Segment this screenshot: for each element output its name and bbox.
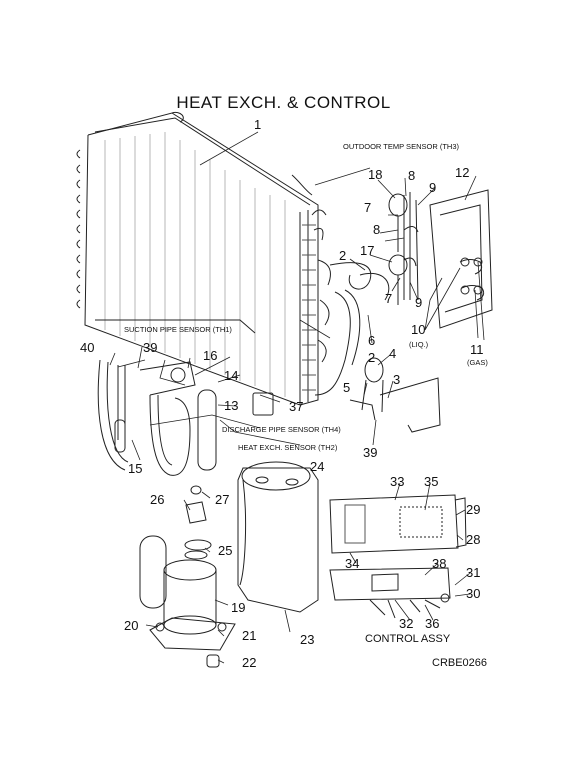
callout-22: 22 [242,655,257,670]
heat-exchanger-coil [76,111,331,406]
callout-2: 2 [368,350,376,365]
diagram-code: CRBE0266 [432,657,488,669]
callout-9b: 9 [415,295,423,310]
suction-sensor-box [95,319,256,334]
outdoor-temp-sensor-label: OUTDOOR TEMP SENSOR (TH3) [343,142,459,151]
callout-25: 25 [218,543,233,558]
callout-3: 3 [393,372,401,387]
leader-lines [109,131,485,664]
callout-9a: 9 [429,180,437,195]
callout-21: 21 [242,628,257,643]
callout-33: 33 [390,474,405,489]
compressor-fittings [184,485,212,560]
heat-exch-sensor-label: HEAT EXCH. SENSOR (TH2) [238,443,338,452]
callout-28: 28 [466,532,481,547]
callout-13: 13 [224,398,239,413]
callout-29: 29 [466,502,481,517]
compressor-cover [237,461,319,613]
refrigerant-pipes [314,262,390,396]
callout-26: 26 [150,492,165,507]
callout-8b: 8 [373,222,381,237]
callout-2-pipe: 2 [339,248,347,263]
diagram-title: HEAT EXCH. & CONTROL [176,93,391,112]
callout-15: 15 [128,461,143,476]
callout-6: 6 [368,333,376,348]
callout-35: 35 [424,474,439,489]
callout-27: 27 [215,492,230,507]
callout-24: 24 [310,459,325,474]
compressor [139,535,236,668]
callout-18: 18 [368,167,383,182]
callout-39b: 39 [363,445,378,460]
outdoor-temp-sensor-wire [291,174,313,196]
callout-37: 37 [289,399,304,414]
callout-31: 31 [466,565,481,580]
callout-7a: 7 [364,200,372,215]
suction-pipe-sensor-label: SUCTION PIPE SENSOR (TH1) [124,325,232,334]
callout-34: 34 [345,556,360,571]
callout-14: 14 [224,368,239,383]
sensor-connector [252,392,274,416]
valve-assembly [388,192,419,305]
callout-10: 10 [411,322,426,337]
callout-23: 23 [300,632,315,647]
callout-8a: 8 [408,168,416,183]
callout-7b: 7 [385,291,393,306]
callout-4: 4 [389,346,397,361]
solenoid-coil [349,357,384,421]
accumulator-piping [97,359,217,476]
callout-20: 20 [124,618,139,633]
callout-17: 17 [360,243,375,258]
pipe-loop [379,377,441,433]
callout-36: 36 [425,616,440,631]
gas-valve-label: (GAS) [467,358,488,367]
callout-12: 12 [455,165,470,180]
callout-5: 5 [343,380,351,395]
callout-1: 1 [254,117,262,132]
liq-valve-label: (LIQ.) [409,340,429,349]
discharge-pipe-sensor-label: DISCHARGE PIPE SENSOR (TH4) [222,425,341,434]
control-board [329,494,467,554]
control-assy-board [329,567,451,619]
callout-16: 16 [203,348,218,363]
callout-30: 30 [466,586,481,601]
valve-bracket [429,189,493,329]
callout-32: 32 [399,616,414,631]
callout-40: 40 [80,340,95,355]
control-assy-label: CONTROL ASSY [365,633,451,645]
callout-38: 38 [432,556,447,571]
callout-19: 19 [231,600,246,615]
callout-39a: 39 [143,340,158,355]
callout-11: 11 [470,342,484,357]
